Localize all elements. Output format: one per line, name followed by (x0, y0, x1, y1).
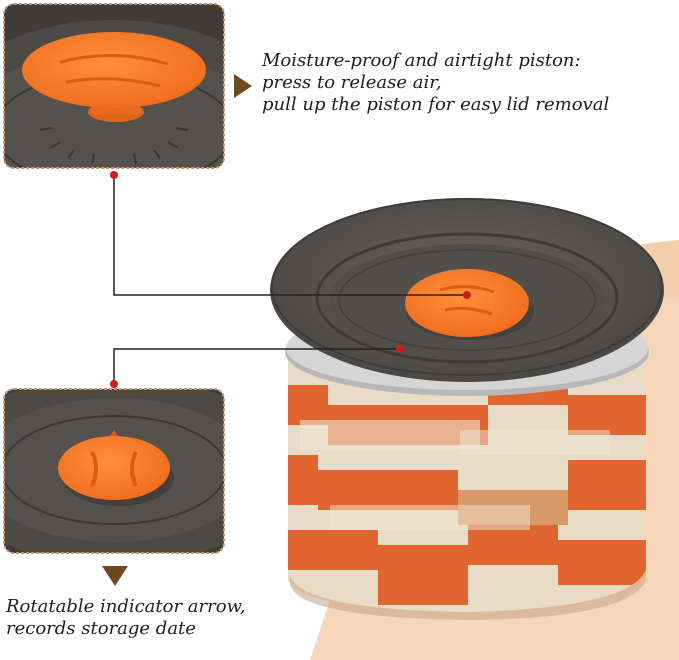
indicator-callout-text: Rotatable indicator arrow, records stora… (6, 596, 246, 640)
leader-dot-indicator-end (396, 345, 404, 353)
tick-marks (39, 127, 189, 165)
container-body (288, 350, 646, 612)
main-piston-groove (439, 285, 495, 316)
indicator-detail-frame (3, 388, 225, 554)
piston-callout-text: Moisture-proof and airtight piston: pres… (262, 50, 609, 116)
arrow-right-icon (234, 74, 252, 98)
leader-line-piston (113, 175, 467, 296)
indicator-arrow-icon (110, 430, 118, 436)
detail-piston-top (22, 32, 206, 108)
lid-ring-inner (338, 249, 596, 351)
detail-indicator-piston (58, 436, 170, 500)
indicator-callout-line-2: records storage date (6, 618, 196, 639)
arrow-down-icon (102, 566, 128, 586)
leader-line-indicator (113, 348, 400, 384)
lid-ring-outer (315, 232, 619, 364)
leader-dot-indicator-start (110, 380, 118, 388)
indicator-callout-line-1: Rotatable indicator arrow, (6, 596, 246, 617)
lid-edge (271, 198, 663, 376)
piston-detail-frame (3, 3, 225, 169)
piston-callout-line-3: pull up the piston for easy lid removal (262, 94, 610, 115)
piston-callout-line-2: press to release air, (262, 72, 442, 93)
leader-dot-piston-end (463, 291, 471, 299)
container-shadow (290, 570, 646, 620)
leader-dot-piston-start (110, 171, 118, 179)
main-piston (405, 269, 529, 337)
piston-callout-line-1: Moisture-proof and airtight piston: (262, 50, 581, 71)
